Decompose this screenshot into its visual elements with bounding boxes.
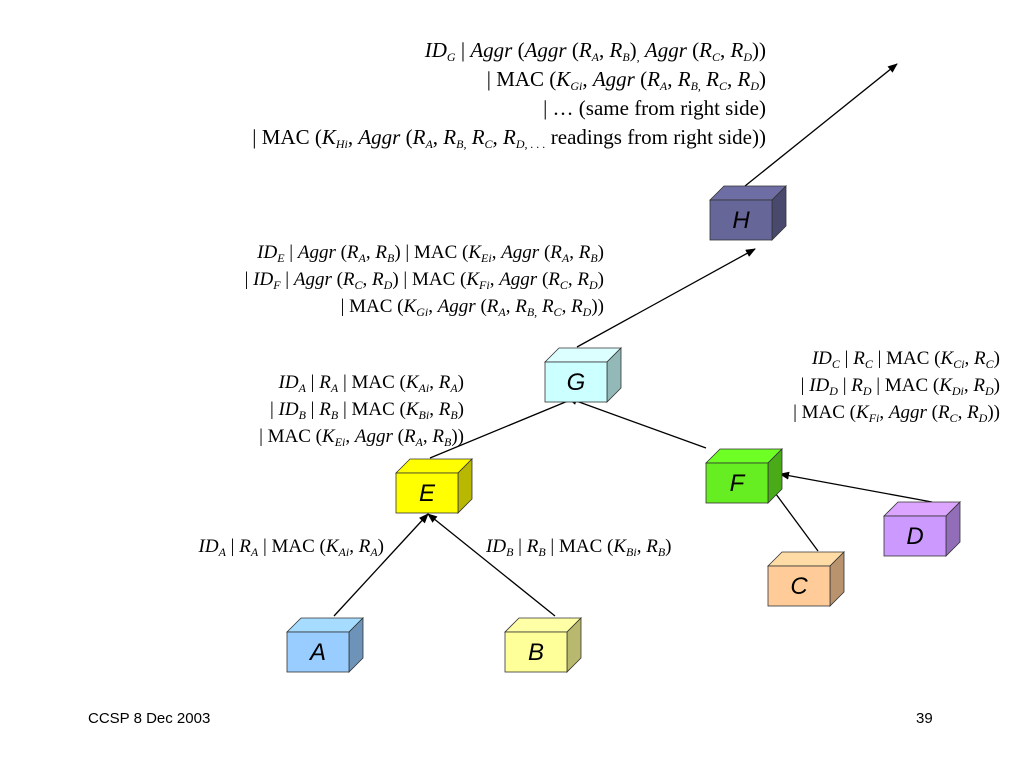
- node-label-e: E: [419, 480, 436, 507]
- footer-left: CCSP 8 Dec 2003: [88, 710, 211, 727]
- message-b-to-e: IDB | RB | MAC (KBi, RB): [486, 536, 672, 559]
- edge-arrow-5: [779, 471, 933, 503]
- node-e: E: [395, 458, 473, 514]
- node-b: B: [504, 617, 582, 673]
- node-label-g: G: [567, 369, 586, 396]
- node-c: C: [767, 551, 845, 607]
- edge-arrow-7: [744, 63, 898, 187]
- message-f-to-g: IDC | RC | MAC (KCi, RC) | IDD | RD | MA…: [793, 348, 1000, 425]
- message-e-to-g: IDA | RA | MAC (KAi, RA) | IDB | RB | MA…: [259, 372, 464, 449]
- edge-arrow-2: [429, 395, 581, 459]
- page-number: 39: [916, 710, 933, 727]
- node-label-h: H: [732, 207, 750, 234]
- message-g-to-h: IDE | Aggr (RA, RB) | MAC (KEi, Aggr (RA…: [244, 242, 604, 319]
- message-h-output: IDG | Aggr (Aggr (RA, RB), Aggr (RC, RD)…: [252, 38, 766, 151]
- node-a: A: [286, 617, 364, 673]
- node-h: H: [709, 185, 787, 241]
- edge-arrow-1: [427, 513, 556, 617]
- edge-arrow-4: [769, 485, 819, 552]
- node-f: F: [705, 448, 783, 504]
- node-label-a: A: [308, 639, 326, 666]
- node-label-b: B: [528, 639, 544, 666]
- node-label-d: D: [906, 523, 923, 550]
- node-label-c: C: [790, 573, 808, 600]
- edge-arrow-3: [567, 397, 707, 449]
- node-label-f: F: [730, 470, 746, 497]
- message-a-to-e: IDA | RA | MAC (KAi, RA): [198, 536, 384, 559]
- node-g: G: [544, 347, 622, 403]
- node-d: D: [883, 501, 961, 557]
- edge-arrow-0: [333, 513, 429, 617]
- edge-arrow-6: [576, 248, 756, 348]
